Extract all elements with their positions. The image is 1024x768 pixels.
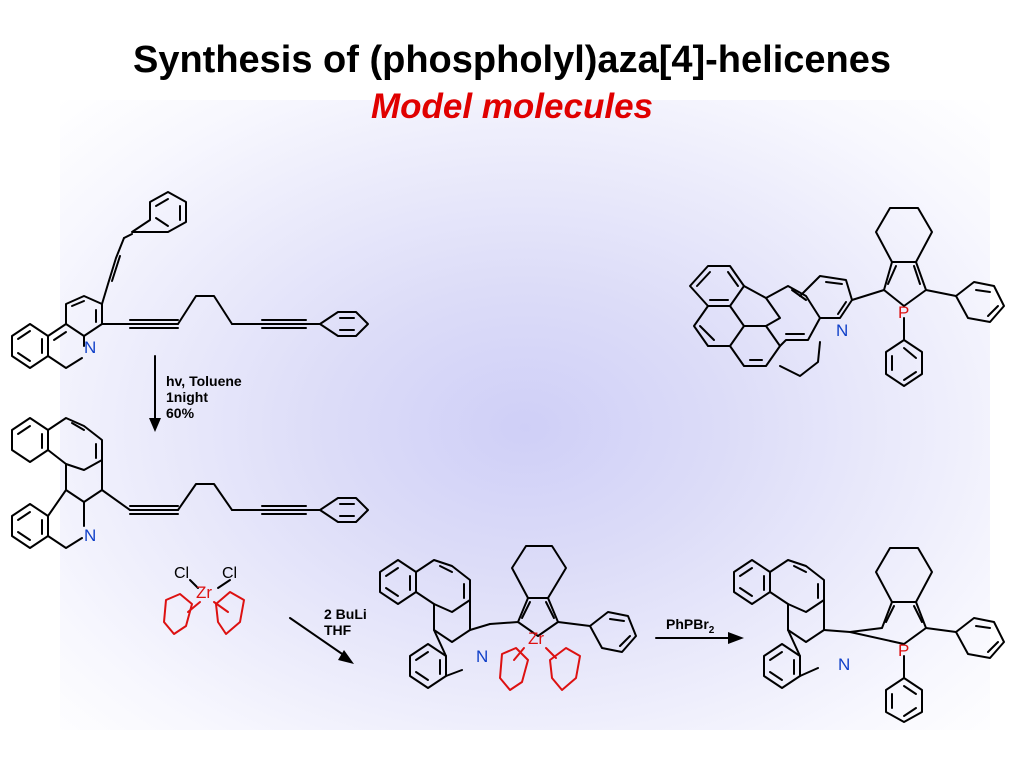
zirconacycle-intermediate-structure: Zr N	[379, 545, 637, 691]
photocyclization-arrow	[149, 355, 161, 432]
quinoline-precursor-structure: N	[11, 191, 369, 369]
step1-condition-2: 1night	[166, 389, 208, 405]
step3-reagent: PhPBr2	[666, 616, 714, 639]
nitrogen-label-5: N	[836, 321, 848, 340]
phosphorus-label-2: P	[898, 303, 909, 322]
background-glow	[60, 100, 990, 730]
nitrogen-label-2: N	[84, 526, 96, 545]
chlorine-label-1: Cl	[174, 565, 189, 582]
chlorine-label-2: Cl	[222, 565, 237, 582]
zirconium-label: Zr	[196, 583, 212, 602]
step1-conditions: hv, Toluene 1night 60%	[166, 373, 242, 421]
phosphorus-label: P	[898, 641, 909, 660]
nitrogen-label: N	[84, 338, 96, 357]
zirconocene-coupling-arrow	[289, 617, 354, 664]
phospholyl-azahelicene-product: P N	[733, 547, 1005, 723]
page-title: Synthesis of (phospholyl)aza[4]-helicene…	[132, 39, 892, 81]
zirconocene-dichloride-structure: Cl Cl Zr	[163, 565, 245, 635]
phospholyl-azahelicene-model: P N	[689, 207, 1005, 387]
step2-condition-1: 2 BuLi	[324, 606, 367, 622]
step2-condition-2: THF	[324, 622, 352, 638]
nitrogen-label-3: N	[476, 647, 488, 666]
phosphole-formation-arrow	[655, 632, 744, 644]
step1-condition-3: 60%	[166, 405, 195, 421]
step3-reagent-subscript: 2	[708, 624, 715, 636]
step1-condition-1: hv, Toluene	[166, 373, 242, 389]
azahelicene-diyne-structure: N	[11, 417, 369, 549]
nitrogen-label-4: N	[838, 655, 850, 674]
step3-reagent-formula: PhPBr2	[666, 616, 714, 639]
page-subtitle: Model molecules	[370, 87, 654, 126]
step3-reagent-main: PhPBr	[666, 616, 709, 632]
zirconium-label-2: Zr	[528, 629, 544, 648]
step2-conditions: 2 BuLi THF	[324, 606, 367, 638]
